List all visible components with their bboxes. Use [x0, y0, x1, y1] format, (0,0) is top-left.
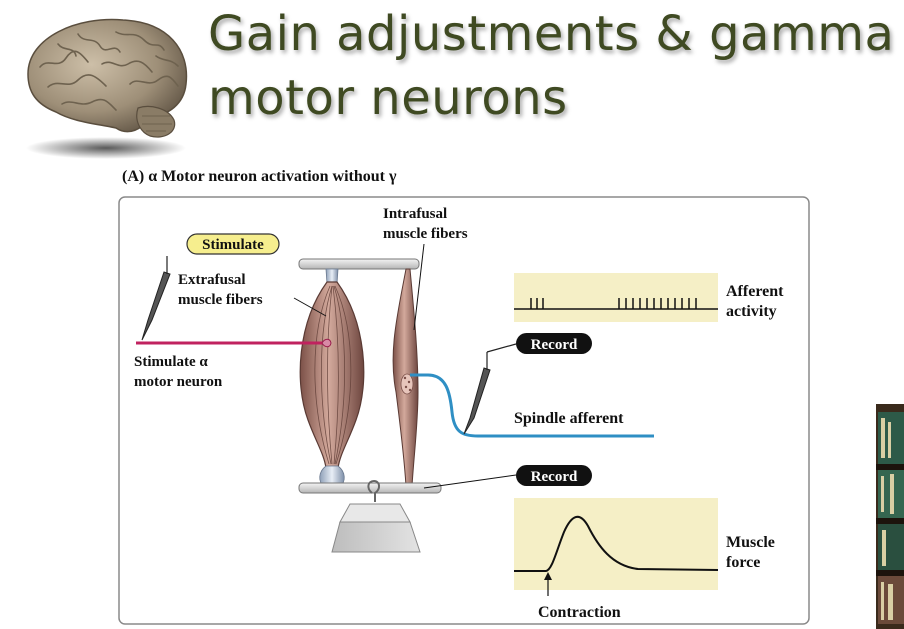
record-badge-afferent-label: Record — [531, 337, 578, 353]
spindle-afferent-label: Spindle afferent — [514, 410, 624, 427]
force-transducer-lead — [423, 474, 517, 489]
neuromuscular-junction — [321, 338, 332, 348]
stimulating-electrode — [141, 271, 171, 341]
panel-caption: (A) α Motor neuron activation without γ — [122, 168, 397, 185]
muscle-force-panel — [514, 498, 718, 590]
extrafusal-leader-line — [293, 297, 327, 317]
muscle-force-label-line-1: Muscle — [726, 534, 775, 551]
record-badge-force-label: Record — [531, 469, 578, 485]
spindle-afferent-nerve — [410, 373, 654, 438]
intrafusal-label-line-2: muscle fibers — [383, 226, 468, 242]
stimulate-badge — [186, 233, 280, 255]
weight-hook — [367, 479, 380, 502]
bookshelf-photo — [876, 404, 904, 629]
intrafusal-label-line-1: Intrafusal — [383, 206, 447, 222]
afferent-activity-label-line-2: activity — [726, 303, 777, 320]
afferent-activity-label-line-1: Afferent — [726, 283, 784, 300]
afferent-activity-trace — [514, 298, 718, 310]
record-badge-force — [516, 465, 592, 486]
afferent-activity-panel — [514, 273, 718, 322]
stimulate-motor-label-line-1: Stimulate α — [134, 354, 208, 370]
title-line-1: Gain adjustments & gamma — [208, 6, 895, 62]
extrafusal-label-line-2: muscle fibers — [178, 292, 263, 308]
extrafusal-muscle — [299, 281, 365, 469]
contraction-marker-arrow — [544, 572, 552, 580]
stimulate-badge-label: Stimulate — [202, 237, 264, 253]
weight-block — [331, 503, 421, 553]
spindle-recording-electrode — [463, 367, 491, 435]
contraction-label: Contraction — [538, 604, 621, 621]
top-support-bar — [298, 258, 420, 270]
extrafusal-label-line-1: Extrafusal — [178, 272, 246, 288]
motor-neuron-diagram: Stimulate Extrafusal muscle fibers Intra… — [118, 192, 810, 626]
slide-title: Gain adjustments & gamma motor neurons — [208, 2, 894, 130]
stimulate-motor-label-line-2: motor neuron — [134, 374, 223, 390]
record-badge-afferent — [516, 333, 592, 354]
muscle-force-label-line-2: force — [726, 554, 760, 571]
title-line-2: motor neurons — [208, 70, 568, 126]
intrafusal-leader-line — [413, 243, 425, 331]
brain-illustration — [26, 18, 188, 159]
muscle-force-trace — [514, 516, 719, 572]
